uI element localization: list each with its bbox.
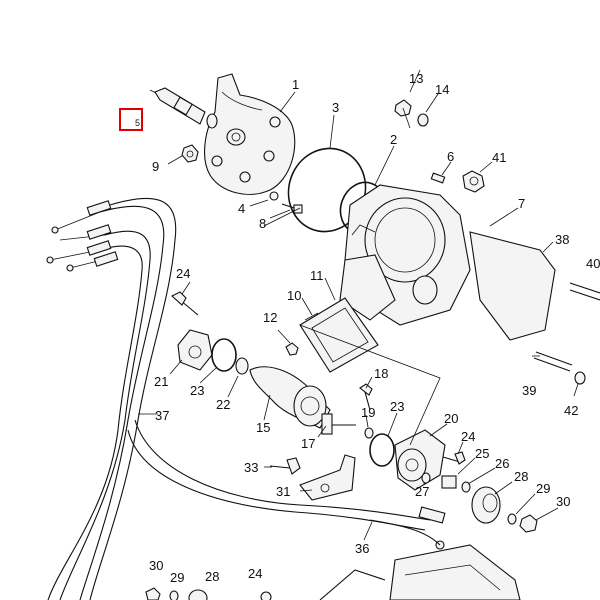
callout-label: 8 [259, 216, 266, 231]
washer [269, 191, 279, 201]
callout-label: 25 [475, 446, 489, 461]
callout-label: 30 [149, 558, 163, 573]
callout-label: 31 [276, 484, 290, 499]
callout-label: 12 [263, 310, 277, 325]
callout-label: 13 [409, 71, 423, 86]
intake-manifold [249, 366, 331, 429]
carburetor-body [389, 544, 521, 600]
stud-bolt [533, 351, 573, 372]
cap-nut [574, 371, 586, 385]
dowel-pin [430, 172, 446, 184]
washer [507, 513, 517, 525]
callout-label: 29 [170, 570, 184, 585]
hose [319, 569, 386, 600]
washer [260, 591, 272, 600]
callout-label: 17 [301, 436, 315, 451]
callout-label: 22 [216, 397, 230, 412]
washer [461, 481, 471, 493]
callout-label: 39 [522, 383, 536, 398]
spark-plug-washer [206, 113, 218, 129]
bolt [285, 342, 299, 356]
o-ring [369, 433, 395, 467]
throttle-body [394, 429, 446, 491]
callout-label: 7 [518, 196, 525, 211]
spark-plug [149, 87, 206, 125]
gasket [304, 312, 319, 321]
bracket [177, 329, 213, 371]
pulley [471, 486, 501, 524]
shaft [321, 413, 356, 435]
callout-label: 30 [556, 494, 570, 509]
callout-label: 15 [256, 420, 270, 435]
callout-label: 5 [135, 118, 140, 128]
callout-label: 24 [461, 429, 475, 444]
bolt [171, 291, 199, 316]
nut [145, 587, 161, 600]
nut [519, 514, 538, 533]
callout-label: 41 [492, 150, 506, 165]
callout-label: 24 [176, 266, 190, 281]
leader-line-bracket [299, 324, 441, 446]
callout-label: 26 [495, 456, 509, 471]
callout-label: 2 [390, 132, 397, 147]
bolt [269, 457, 301, 475]
washer [364, 427, 374, 439]
cylinder [339, 184, 556, 341]
leader-lines [138, 69, 579, 541]
callout-label: 27 [415, 484, 429, 499]
callout-label: 10 [287, 288, 301, 303]
callout-label: 23 [190, 383, 204, 398]
washer [169, 590, 179, 600]
callout-label: 40 [586, 256, 600, 271]
callout-label: 4 [238, 201, 245, 216]
callout-label: 1 [292, 77, 299, 92]
callout-label: 11 [310, 268, 324, 283]
callout-label: 23 [390, 399, 404, 414]
callout-label: 19 [361, 405, 375, 420]
callout-label: 29 [536, 481, 550, 496]
callout-label: 18 [374, 366, 388, 381]
spring [441, 475, 457, 489]
washer [421, 472, 431, 484]
callout-label: 21 [154, 374, 168, 389]
callout-label: 28 [514, 469, 528, 484]
throttle-cables [46, 197, 431, 600]
o-ring [211, 338, 237, 372]
callout-label: 28 [205, 569, 219, 584]
stud-bolt [569, 282, 600, 301]
cylinder-head [204, 73, 296, 195]
bolt [442, 451, 466, 465]
callout-label: 9 [152, 159, 159, 174]
callout-label: 20 [444, 411, 458, 426]
callout-label: 6 [447, 149, 454, 164]
washer [235, 357, 249, 375]
bracket [299, 454, 356, 501]
bolt [359, 383, 373, 411]
bolt [394, 99, 412, 129]
cable-end [369, 506, 446, 550]
nut [462, 170, 485, 193]
callout-label: 33 [244, 460, 258, 475]
callout-label: 37 [155, 408, 169, 423]
callout-label: 14 [435, 82, 449, 97]
callout-label: 36 [355, 541, 369, 556]
reed-valve [299, 297, 379, 373]
callout-label: 38 [555, 232, 569, 247]
nut [181, 144, 199, 163]
highlight-box [119, 108, 143, 131]
callout-label: 42 [564, 403, 578, 418]
washer [417, 113, 429, 127]
callout-label: 24 [248, 566, 262, 581]
callout-label: 3 [332, 100, 339, 115]
pulley [188, 589, 208, 600]
